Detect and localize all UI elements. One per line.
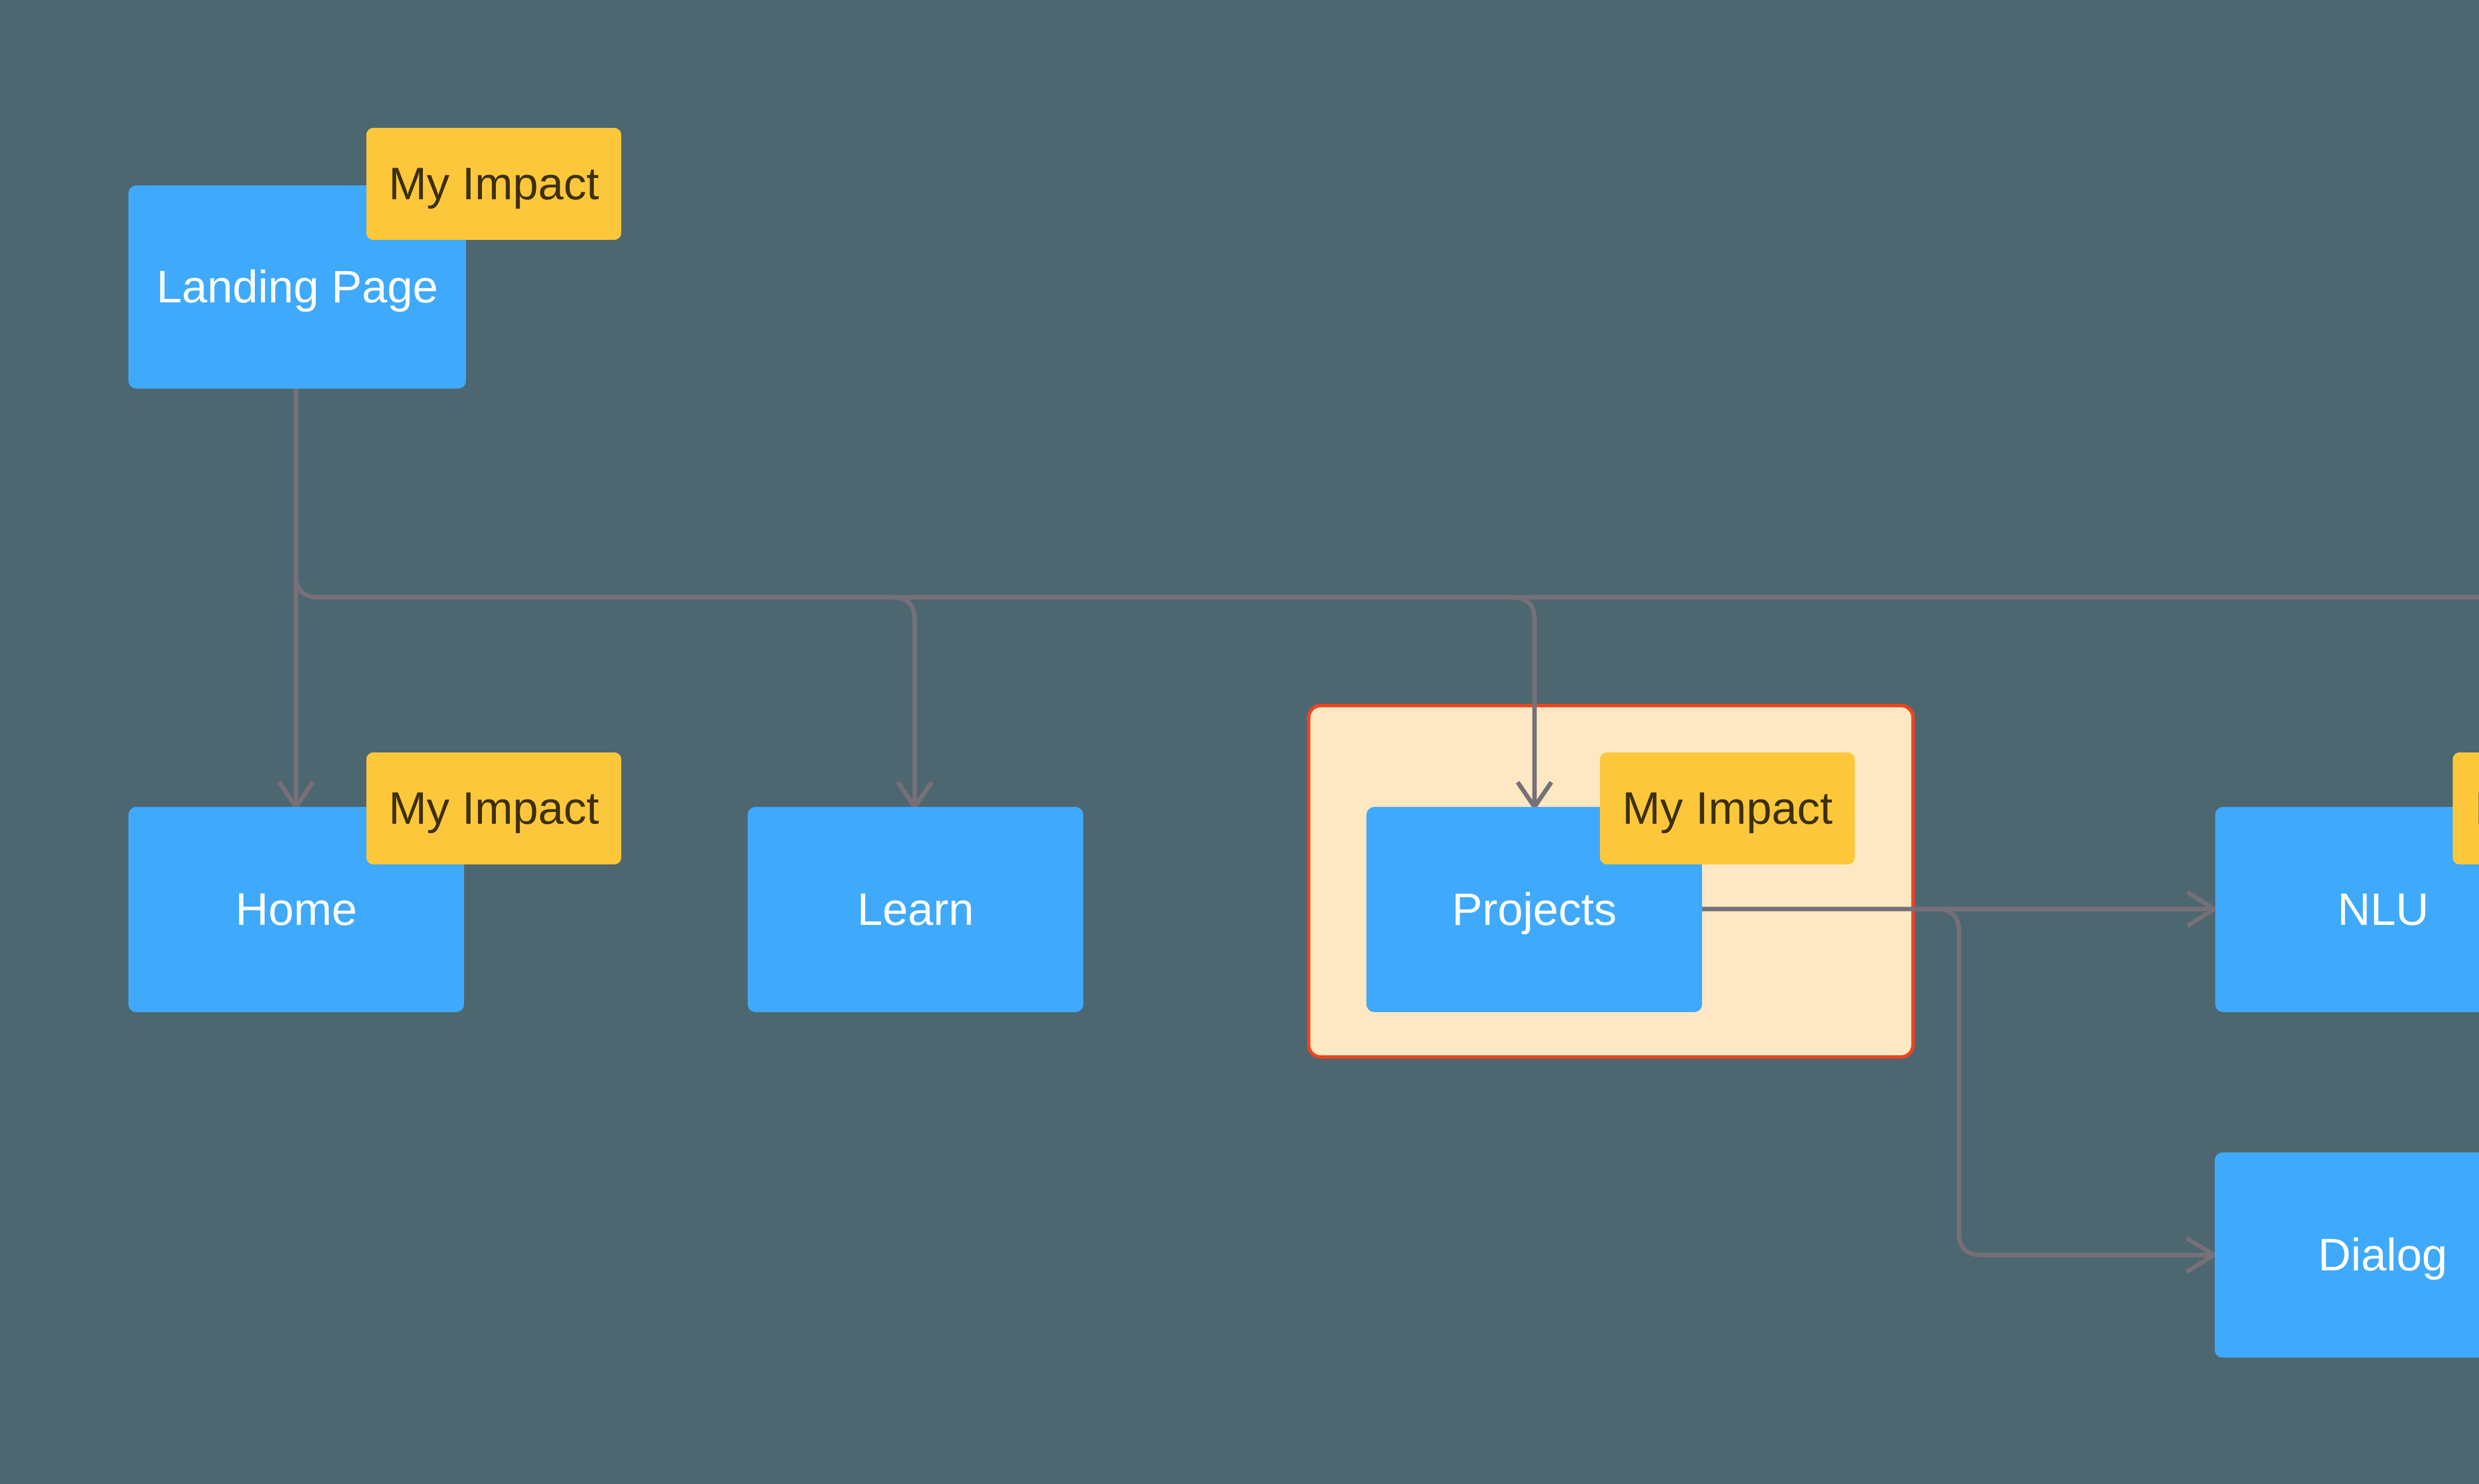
node-landing-page-label: Landing Page bbox=[156, 262, 438, 312]
edge-projects-dialog[interactable] bbox=[1702, 907, 2211, 1257]
arrowhead-into-nlu bbox=[2186, 890, 2219, 928]
node-nlu[interactable]: NLU bbox=[2215, 807, 2479, 1012]
badge-label: My Impact bbox=[2475, 786, 2479, 831]
node-dialog-label: Dialog bbox=[2318, 1230, 2447, 1280]
edge-landing-learn[interactable] bbox=[892, 595, 917, 804]
badge-label: My Impact bbox=[388, 159, 599, 209]
badge-label: My Impact bbox=[1622, 783, 1833, 834]
node-learn[interactable]: Learn bbox=[748, 807, 1083, 1012]
node-learn-label: Learn bbox=[857, 884, 974, 935]
badge-my-impact-home[interactable]: My Impact bbox=[366, 752, 621, 864]
node-nlu-label: NLU bbox=[2337, 884, 2429, 935]
arrowhead-into-dialog bbox=[2185, 1236, 2218, 1274]
badge-label: My Impact bbox=[388, 783, 599, 834]
edge-landing-manage[interactable] bbox=[294, 574, 2479, 804]
badge-my-impact-landing-page[interactable]: My Impact bbox=[366, 128, 621, 240]
node-dialog[interactable]: Dialog bbox=[2215, 1152, 2479, 1358]
node-projects-label: Projects bbox=[1452, 884, 1617, 935]
edge-landing-projects[interactable] bbox=[1512, 595, 1537, 804]
badge-my-impact-nlu[interactable]: My Impact bbox=[2453, 752, 2479, 864]
badge-my-impact-projects[interactable]: My Impact bbox=[1600, 752, 1855, 864]
node-home-label: Home bbox=[235, 884, 357, 935]
